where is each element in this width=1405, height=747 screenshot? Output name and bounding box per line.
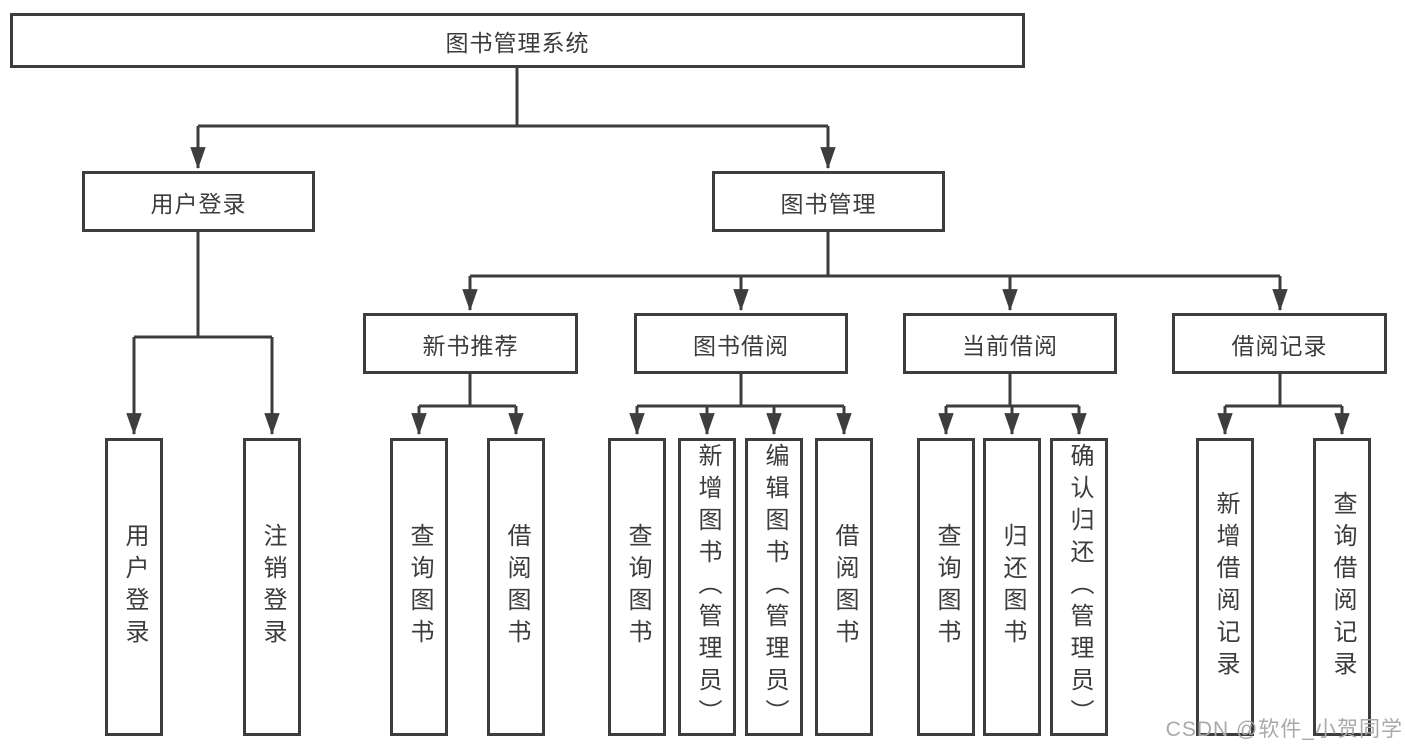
leaf-query-books-borrow: 查询图书 bbox=[608, 438, 666, 736]
node-user-login-label: 用户登录 bbox=[150, 190, 247, 217]
leaf-return-books-label: 归还图书 bbox=[999, 523, 1026, 651]
leaf-confirm-return-admin-label: 确认归还（管理员） bbox=[1066, 443, 1093, 731]
leaf-query-borrow-record: 查询借阅记录 bbox=[1313, 438, 1371, 736]
leaf-query-books-recommend-label: 查询图书 bbox=[406, 523, 433, 651]
node-book-borrow-label: 图书借阅 bbox=[693, 332, 789, 359]
leaf-return-books: 归还图书 bbox=[983, 438, 1041, 736]
leaf-add-borrow-record-label: 新增借阅记录 bbox=[1212, 491, 1239, 683]
node-book-borrow: 图书借阅 bbox=[634, 313, 848, 374]
leaf-query-books-current: 查询图书 bbox=[917, 438, 975, 736]
leaf-query-books-borrow-label: 查询图书 bbox=[624, 523, 651, 651]
node-new-book-recommend: 新书推荐 bbox=[363, 313, 578, 374]
leaf-logout-label: 注销登录 bbox=[259, 523, 286, 651]
leaf-borrow-books-recommend: 借阅图书 bbox=[487, 438, 545, 736]
node-root-label: 图书管理系统 bbox=[445, 29, 590, 56]
leaf-add-books-admin-label: 新增图书（管理员） bbox=[694, 443, 721, 731]
leaf-borrow-books: 借阅图书 bbox=[815, 438, 873, 736]
leaf-edit-books-admin-label: 编辑图书（管理员） bbox=[761, 443, 788, 731]
leaf-user-login-label: 用户登录 bbox=[121, 523, 148, 651]
leaf-query-books-recommend: 查询图书 bbox=[390, 438, 448, 736]
node-borrow-records: 借阅记录 bbox=[1172, 313, 1387, 374]
leaf-add-borrow-record: 新增借阅记录 bbox=[1196, 438, 1254, 736]
leaf-add-books-admin: 新增图书（管理员） bbox=[678, 438, 736, 736]
leaf-query-books-current-label: 查询图书 bbox=[933, 523, 960, 651]
leaf-borrow-books-label: 借阅图书 bbox=[831, 523, 858, 651]
leaf-borrow-books-recommend-label: 借阅图书 bbox=[503, 523, 530, 651]
leaf-edit-books-admin: 编辑图书（管理员） bbox=[745, 438, 803, 736]
node-book-management: 图书管理 bbox=[712, 171, 945, 232]
node-book-management-label: 图书管理 bbox=[780, 190, 877, 217]
leaf-logout: 注销登录 bbox=[243, 438, 301, 736]
node-current-borrow: 当前借阅 bbox=[903, 313, 1117, 374]
leaf-confirm-return-admin: 确认归还（管理员） bbox=[1050, 438, 1108, 736]
node-user-login: 用户登录 bbox=[82, 171, 315, 232]
leaf-user-login: 用户登录 bbox=[105, 438, 163, 736]
leaf-query-borrow-record-label: 查询借阅记录 bbox=[1329, 491, 1356, 683]
node-new-book-recommend-label: 新书推荐 bbox=[422, 332, 519, 359]
node-current-borrow-label: 当前借阅 bbox=[962, 332, 1058, 359]
watermark: CSDN @软件_小贺同学 bbox=[1165, 718, 1403, 741]
node-borrow-records-label: 借阅记录 bbox=[1231, 332, 1328, 359]
node-root: 图书管理系统 bbox=[10, 13, 1025, 68]
